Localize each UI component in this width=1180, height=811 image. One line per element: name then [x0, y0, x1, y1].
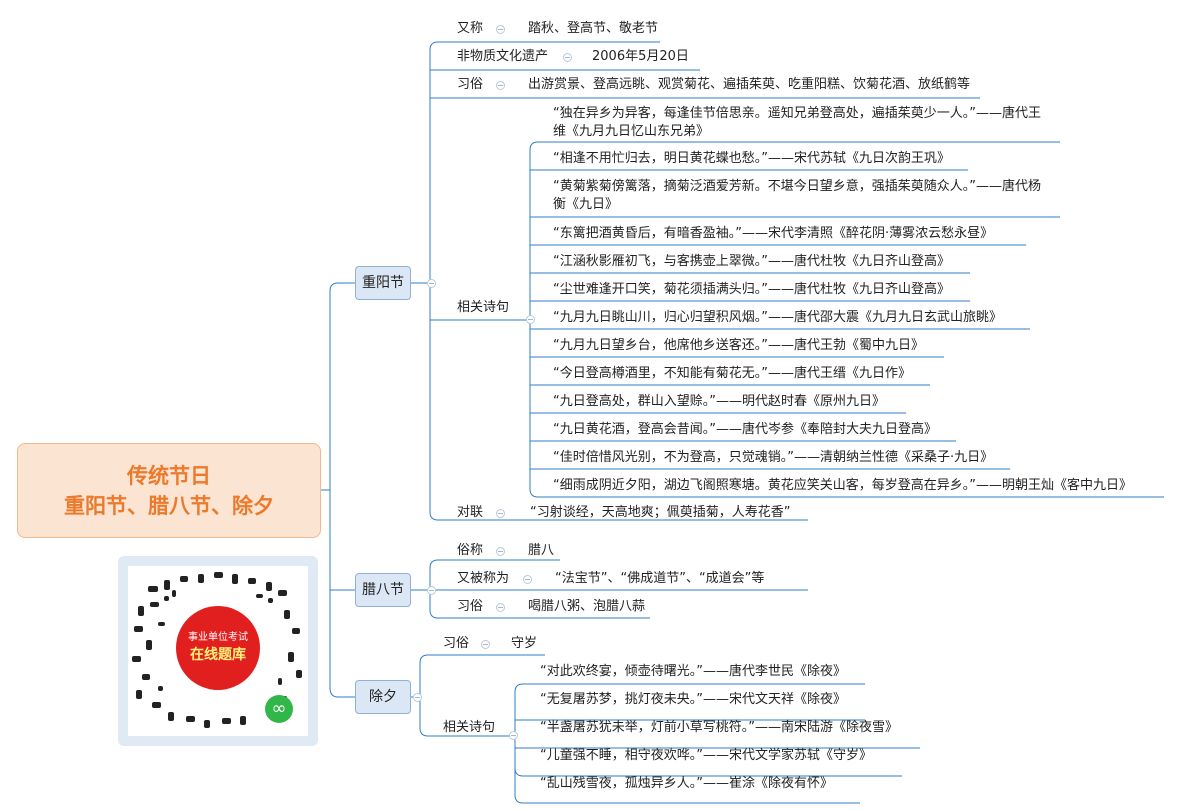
chongyang-aka-value[interactable]: 踏秋、登高节、敬老节: [528, 21, 659, 36]
poem-item[interactable]: “九月九日望乡台，他席他乡送客还。”——唐代王勃《蜀中九日》: [553, 338, 924, 353]
poem-item[interactable]: “佳时倍惜风光别，不为登高，只觉魂销。”——清朝纳兰性德《采桑子·九日》: [553, 450, 994, 465]
mini-program-icon: ∞: [265, 695, 293, 723]
collapse-laba-customs-icon[interactable]: [496, 603, 505, 612]
chongyang-heritage-value[interactable]: 2006年5月20日: [592, 49, 689, 64]
chuxi-poems-label[interactable]: 相关诗句: [443, 720, 496, 735]
collapse-customs-icon[interactable]: [496, 81, 505, 90]
qr-badge-line1: 事业单位考试: [188, 632, 248, 643]
poem-item[interactable]: “江涵秋影雁初飞，与客携壶上翠微。”——唐代杜牧《九日齐山登高》: [553, 254, 950, 269]
laba-aka-label[interactable]: 又被称为: [457, 571, 510, 586]
laba-customs-label[interactable]: 习俗: [457, 599, 484, 614]
collapse-laba-nick-icon[interactable]: [496, 547, 505, 556]
chongyang-customs-value[interactable]: 出游赏景、登高远眺、观赏菊花、遍插茱萸、吃重阳糕、饮菊花酒、放纸鹤等: [528, 77, 971, 92]
chongyang-heritage-label[interactable]: 非物质文化遗产: [457, 49, 549, 64]
collapse-chongyang-icon[interactable]: [427, 279, 436, 288]
collapse-chuxi-icon[interactable]: [413, 693, 422, 702]
qr-code-card: 事业单位考试 在线题库 ∞: [118, 556, 318, 746]
poem-item[interactable]: “尘世难逢开口笑，菊花须插满头归。”——唐代杜牧《九日齐山登高》: [553, 282, 950, 297]
branch-laba[interactable]: 腊八节: [355, 573, 411, 607]
qr-center-badge: 事业单位考试 在线题库: [176, 606, 260, 690]
collapse-chuxi-poems-icon[interactable]: [509, 731, 518, 740]
branch-chuxi[interactable]: 除夕: [355, 680, 411, 714]
poem-item[interactable]: “九月九日眺山川，归心归望积风烟。”——唐代邵大震《九月九日玄武山旅眺》: [553, 310, 1002, 325]
chongyang-customs-label[interactable]: 习俗: [457, 77, 484, 92]
poem-item[interactable]: “细雨成阴近夕阳，湖边飞阁照寒塘。黄花应笑关山客，每岁登高在异乡。”——明朝王灿…: [553, 478, 1132, 493]
chuxi-customs-value[interactable]: 守岁: [511, 636, 538, 651]
poem-item[interactable]: “黄菊紫菊傍篱落，摘菊泛酒爱芳新。不堪今日望乡意，强插茱萸随众人。”——唐代杨衡…: [553, 179, 1041, 212]
qr-code-image: 事业单位考试 在线题库 ∞: [128, 566, 308, 736]
collapse-aka-icon[interactable]: [496, 25, 505, 34]
chongyang-couplet-label[interactable]: 对联: [457, 505, 484, 520]
qr-badge-line2: 在线题库: [190, 647, 246, 663]
chuxi-poem-item[interactable]: “无复屠苏梦，挑灯夜未央。”——宋代文天祥《除夜》: [540, 692, 846, 707]
chuxi-poem-item[interactable]: “乱山残雪夜，孤烛异乡人。”——崔涂《除夜有怀》: [540, 776, 833, 791]
collapse-couplet-icon[interactable]: [496, 509, 505, 518]
root-subtitle: 重阳节、腊八节、除夕: [64, 493, 274, 518]
poem-item[interactable]: “今日登高樽酒里，不知能有菊花无。”——唐代王缙《九日作》: [553, 366, 911, 381]
qr-pattern-icon: [132, 572, 302, 728]
chongyang-poems-label[interactable]: 相关诗句: [457, 300, 510, 315]
chongyang-couplet-value[interactable]: “习射谈经，天高地爽；佩萸插菊，人寿花香”: [530, 505, 791, 520]
chuxi-poem-item[interactable]: “半盏屠苏犹未举，灯前小草写桃符。”——南宋陆游《除夜雪》: [540, 720, 898, 735]
poem-item[interactable]: “九日黄花酒，登高会昔闻。”——唐代岑参《奉陪封大夫九日登高》: [553, 422, 937, 437]
chongyang-aka-label[interactable]: 又称: [457, 21, 484, 36]
laba-aka-value[interactable]: “法宝节”、“佛成道节”、“成道会”等: [555, 571, 765, 586]
branch-chongyang[interactable]: 重阳节: [355, 266, 411, 300]
collapse-laba-icon[interactable]: [427, 586, 436, 595]
chuxi-poem-item[interactable]: “对此欢终宴，倾壶待曙光。”——唐代李世民《除夜》: [540, 664, 846, 679]
chuxi-poem-item[interactable]: “儿童强不睡，相守夜欢哗。”——宋代文学家苏轼《守岁》: [540, 748, 872, 763]
laba-nick-label[interactable]: 俗称: [457, 543, 484, 558]
collapse-heritage-icon[interactable]: [563, 53, 572, 62]
chuxi-customs-label[interactable]: 习俗: [443, 636, 470, 651]
poem-item[interactable]: “独在异乡为异客，每逢佳节倍思亲。遥知兄弟登高处，遍插茱萸少一人。”——唐代王维…: [553, 106, 1041, 139]
poem-item[interactable]: “九日登高处，群山入望赊。”——明代赵时春《原州九日》: [553, 394, 885, 409]
root-topic[interactable]: 传统节日 重阳节、腊八节、除夕: [17, 443, 321, 538]
root-title: 传统节日: [127, 463, 211, 488]
poem-item[interactable]: “东篱把酒黄昏后，有暗香盈袖。”——宋代李清照《醉花阴·薄雾浓云愁永昼》: [553, 226, 994, 241]
laba-customs-value[interactable]: 喝腊八粥、泡腊八蒜: [528, 599, 646, 614]
poem-item[interactable]: “相逢不用忙归去，明日黄花蝶也愁。”——宋代苏轼《九日次韵王巩》: [553, 151, 950, 166]
collapse-laba-aka-icon[interactable]: [523, 575, 532, 584]
collapse-chuxi-customs-icon[interactable]: [481, 640, 490, 649]
collapse-poems-icon[interactable]: [526, 315, 535, 324]
laba-nick-value[interactable]: 腊八: [528, 543, 555, 558]
